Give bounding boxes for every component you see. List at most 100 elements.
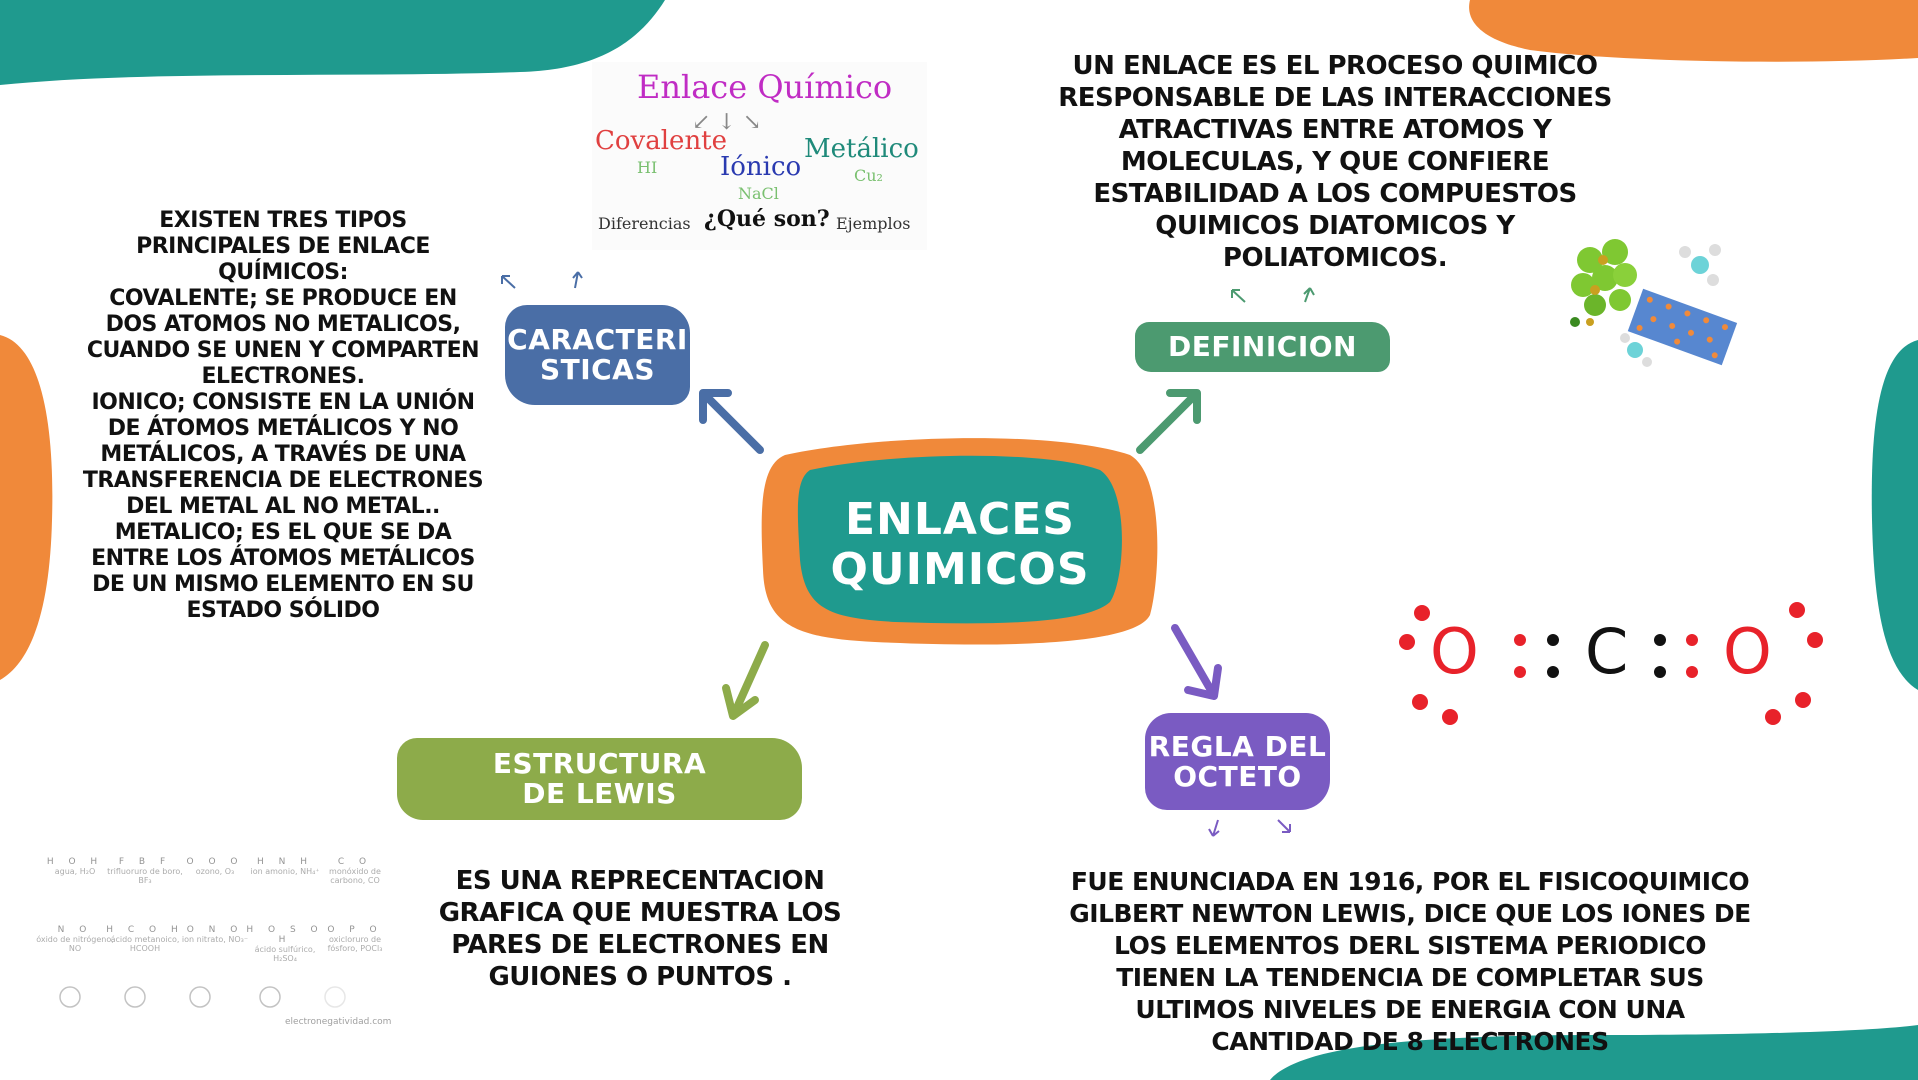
oxygen-atom-right: O xyxy=(1723,615,1772,688)
arrow-to-definicion xyxy=(1136,389,1201,454)
text-line: LOS ELEMENTOS DERL SISTEMA PERIODICO xyxy=(1114,931,1706,960)
text-line: DE ÁTOMOS METÁLICOS Y NO xyxy=(107,416,459,441)
text-line: PRINCIPALES DE ENLACE xyxy=(136,234,430,259)
text-line: PARES DE ELECTRONES EN xyxy=(451,930,829,960)
text-line: agua, H₂O xyxy=(54,867,96,876)
node-definicion[interactable]: DEFINICION xyxy=(1135,322,1390,372)
teal-shape-right xyxy=(1871,340,1918,690)
molecule-icon xyxy=(1620,244,1721,367)
text-line: trifluoruro de boro, BF₃ xyxy=(107,867,183,885)
ejemplos-label: Ejemplos xyxy=(836,214,911,233)
node-regla-del-octeto[interactable]: REGLA DEL OCTETO xyxy=(1145,713,1330,810)
text-line: N O xyxy=(57,925,93,935)
text-line: O N O xyxy=(186,925,244,935)
teal-corner-top-left xyxy=(0,0,665,85)
arrow-icons: ↙ ↓ ↘ xyxy=(692,110,762,135)
text-line: óxido de nitrógeno, NO xyxy=(36,935,114,953)
node-estructura-de-lewis[interactable]: ESTRUCTURA DE LEWIS xyxy=(397,738,802,820)
text-line: GRAFICA QUE MUESTRA LOS xyxy=(438,898,842,928)
text-line: ion nitrato, NO₃⁻ xyxy=(181,935,249,944)
text-line: QUIMICOS DIATOMICOS Y xyxy=(1155,211,1515,241)
text-line: COVALENTE; SE PRODUCE EN xyxy=(109,286,457,311)
text-line: ULTIMOS NIVELES DE ENERGIA CON UNA xyxy=(1135,995,1685,1024)
metalico-label: Metálico xyxy=(804,134,919,164)
arrow-to-lewis xyxy=(722,641,769,720)
text-line: DEL METAL AL NO METAL.. xyxy=(126,494,440,519)
text-line: CANTIDAD DE 8 ELECTRONES xyxy=(1211,1027,1609,1056)
text-line: MOLECULAS, Y QUE CONFIERE xyxy=(1120,147,1550,177)
orange-corner-top-right xyxy=(1469,0,1918,62)
text-line: ES UNA REPRECENTACION xyxy=(455,866,825,896)
node-label: STICAS xyxy=(539,353,656,386)
arrow-to-octeto xyxy=(1171,624,1222,700)
text-line: ácido metanoico, HCOOH xyxy=(110,935,180,953)
text-line: TRANSFERENCIA DE ELECTRONES xyxy=(82,468,484,493)
text-line: GUIONES O PUNTOS . xyxy=(488,962,792,992)
center-node-title[interactable]: ENLACES QUIMICOS xyxy=(790,460,1130,630)
text-line: monóxido de carbono, CO xyxy=(329,867,381,885)
node-label: REGLA DEL xyxy=(1148,729,1327,763)
text-line: ESTADO SÓLIDO xyxy=(186,598,380,623)
node-label: CARACTERI xyxy=(507,323,688,356)
small-arrows xyxy=(501,271,1315,837)
center-title-line: ENLACES xyxy=(844,494,1075,545)
text-line: RESPONSABLE DE LAS INTERACCIONES xyxy=(1058,83,1612,113)
text-line: ácido sulfúrico, H₂SO₄ xyxy=(254,945,316,963)
enlace-quimico-image: Enlace Químico ↙ ↓ ↘ Covalente HI Iónico… xyxy=(592,62,927,250)
node-label: ESTRUCTURA xyxy=(492,747,707,780)
text-line: EXISTEN TRES TIPOS xyxy=(159,208,407,233)
center-title-line: QUIMICOS xyxy=(830,544,1090,595)
text-line: oxicloruro de fósforo, POCl₃ xyxy=(327,935,383,953)
carbon-atom: C xyxy=(1585,615,1629,688)
text-line: IONICO; CONSISTE EN LA UNIÓN xyxy=(91,390,476,415)
co2-lewis-diagram: O C O xyxy=(1395,595,1830,730)
text-line: ESTABILIDAD A LOS COMPUESTOS xyxy=(1093,179,1577,209)
center-node-shape xyxy=(761,438,1158,645)
node-caracteristicas[interactable]: CARACTERI STICAS xyxy=(505,305,690,405)
text-line: GILBERT NEWTON LEWIS, DICE QUE LOS IONES… xyxy=(1069,899,1751,928)
text-line: ozono, O₃ xyxy=(195,867,235,876)
text-line: H N H xyxy=(257,857,313,867)
diferencias-label: Diferencias xyxy=(598,214,691,233)
image-title: Enlace Químico xyxy=(637,68,893,106)
text-line: O P O xyxy=(327,925,383,935)
source-credit: electronegatividad.com xyxy=(285,1017,392,1027)
text-line: ENTRE LOS ÁTOMOS METÁLICOS xyxy=(91,546,475,571)
covalente-example: HI xyxy=(637,158,658,177)
text-line: H O S O H xyxy=(246,925,324,945)
que-son-label: ¿Qué son? xyxy=(704,206,830,232)
ionico-label: Iónico xyxy=(720,152,802,182)
text-line: UN ENLACE ES EL PROCESO QUIMICO xyxy=(1072,51,1598,81)
text-line: H O H xyxy=(46,857,104,867)
text-line: O O O xyxy=(186,857,244,867)
text-line: QUÍMICOS: xyxy=(218,260,348,285)
octeto-text: FUE ENUNCIADA EN 1916, POR EL FISICOQUIM… xyxy=(1030,866,1790,1058)
text-line: METALICO; ES EL QUE SE DA xyxy=(114,520,452,545)
crystal-grid-icon xyxy=(1627,288,1738,366)
node-label: DE LEWIS xyxy=(522,777,677,810)
node-label: DEFINICION xyxy=(1168,330,1357,363)
text-line: ELECTRONES. xyxy=(201,364,365,389)
text-line: ATRACTIVAS ENTRE ATOMOS Y xyxy=(1118,115,1552,145)
node-label: OCTETO xyxy=(1173,759,1302,793)
text-line: TIENEN LA TENDENCIA DE COMPLETAR SUS xyxy=(1116,963,1704,992)
oxygen-atom-left: O xyxy=(1430,615,1479,688)
text-line: DE UN MISMO ELEMENTO EN SU xyxy=(92,572,474,597)
text-line: F B F xyxy=(118,857,172,867)
text-line: H C O H xyxy=(106,925,184,935)
molecule-sketch-icons xyxy=(59,986,346,1008)
teal-corner-bottom-right xyxy=(1270,1025,1918,1080)
